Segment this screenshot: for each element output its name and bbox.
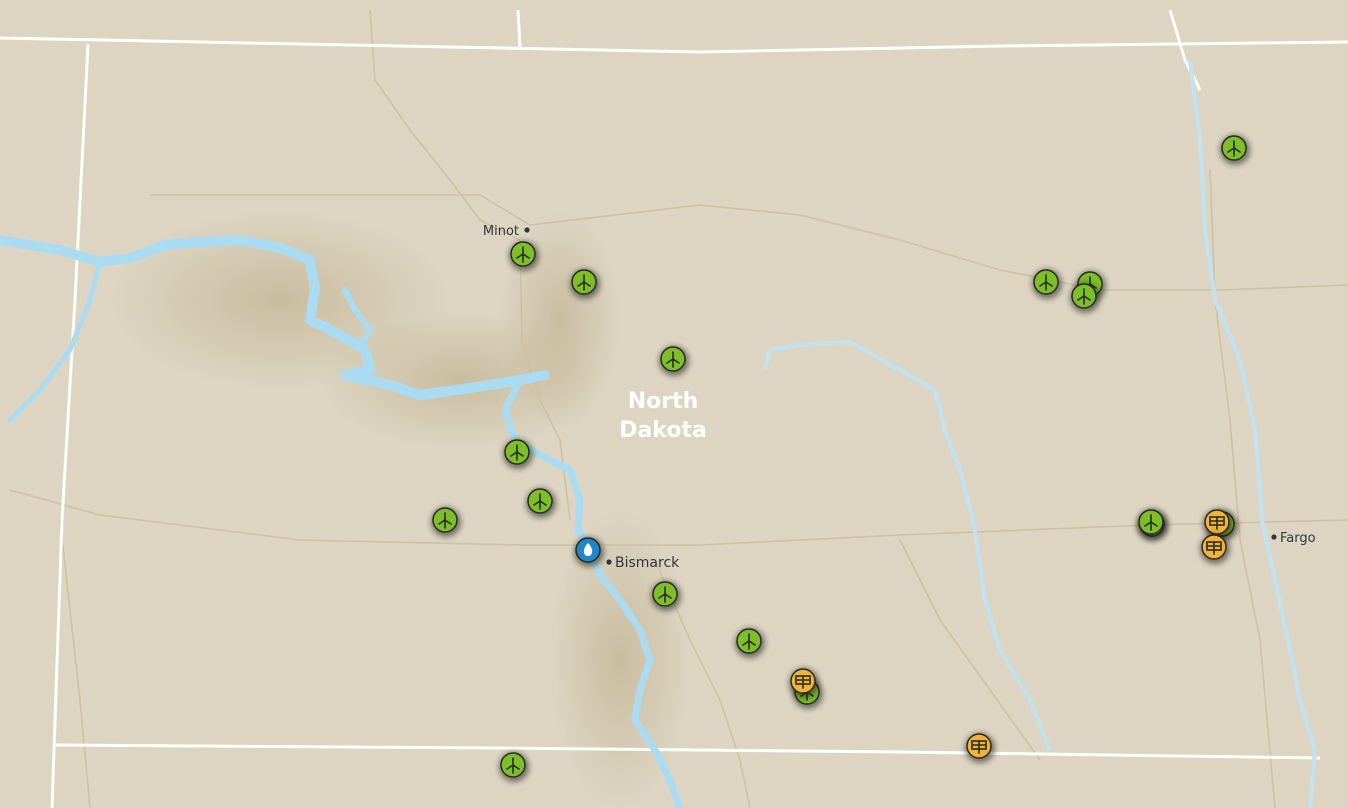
solar-plant-marker[interactable] [1203, 509, 1233, 539]
wind-plant-marker[interactable] [570, 269, 600, 299]
wind-turbine-icon [742, 633, 756, 650]
wind-plant-marker[interactable] [1070, 283, 1100, 313]
wind-turbine-icon [1039, 274, 1053, 291]
state-borders [0, 9, 1348, 808]
wind-plant-marker[interactable] [651, 581, 681, 611]
solar-plant-marker[interactable] [1200, 534, 1230, 564]
wind-turbine-icon [1144, 514, 1158, 531]
wind-turbine-icon [516, 246, 530, 263]
city-label-bismarck: Bismarck [615, 555, 680, 571]
solar-panel-icon [795, 675, 811, 689]
wind-turbine-icon [506, 757, 520, 774]
county-boundaries [9, 9, 1348, 808]
state-label-line2: Dakota [619, 418, 707, 443]
wind-turbine-icon [658, 586, 672, 603]
city-fargo: Fargo [1271, 531, 1316, 546]
wind-plant-marker[interactable] [503, 439, 533, 469]
water-bodies [0, 235, 684, 808]
solar-panel-icon [1206, 541, 1222, 555]
city-bismarck: Bismarck [606, 555, 680, 571]
wind-plant-marker[interactable] [499, 752, 529, 782]
wind-turbine-icon [438, 512, 452, 529]
wind-turbine-icon [666, 351, 680, 368]
city-label-fargo: Fargo [1280, 531, 1316, 546]
city-dot [606, 559, 612, 565]
wind-plant-marker[interactable] [735, 628, 765, 658]
solar-plant-marker[interactable] [965, 733, 995, 763]
wind-plant-marker[interactable] [1220, 135, 1250, 165]
wind-plant-marker[interactable] [1137, 509, 1167, 539]
solar-plant-marker[interactable] [789, 668, 819, 698]
wind-plant-marker[interactable] [1032, 269, 1062, 299]
city-dot [1271, 534, 1277, 540]
wind-turbine-icon [577, 274, 591, 291]
light-rivers [763, 59, 1317, 808]
wind-plant-marker[interactable] [659, 346, 689, 376]
natural-gas-flame-icon [583, 543, 593, 556]
gas-plant-marker[interactable] [574, 537, 604, 567]
wind-turbine-icon [510, 444, 524, 461]
wind-turbine-icon [1077, 288, 1091, 305]
wind-turbine-icon [1227, 140, 1241, 157]
state-label-line1: North [628, 389, 699, 414]
solar-panel-icon [971, 740, 987, 754]
city-minot: Minot [483, 224, 530, 239]
wind-plant-marker[interactable] [526, 488, 556, 518]
wind-plant-marker[interactable] [431, 507, 461, 537]
wind-turbine-icon [533, 493, 547, 510]
city-label-minot: Minot [483, 224, 519, 239]
wind-plant-marker[interactable] [509, 241, 539, 271]
solar-panel-icon [1209, 516, 1225, 530]
city-dot [524, 227, 530, 233]
power-plant-markers [431, 135, 1250, 782]
